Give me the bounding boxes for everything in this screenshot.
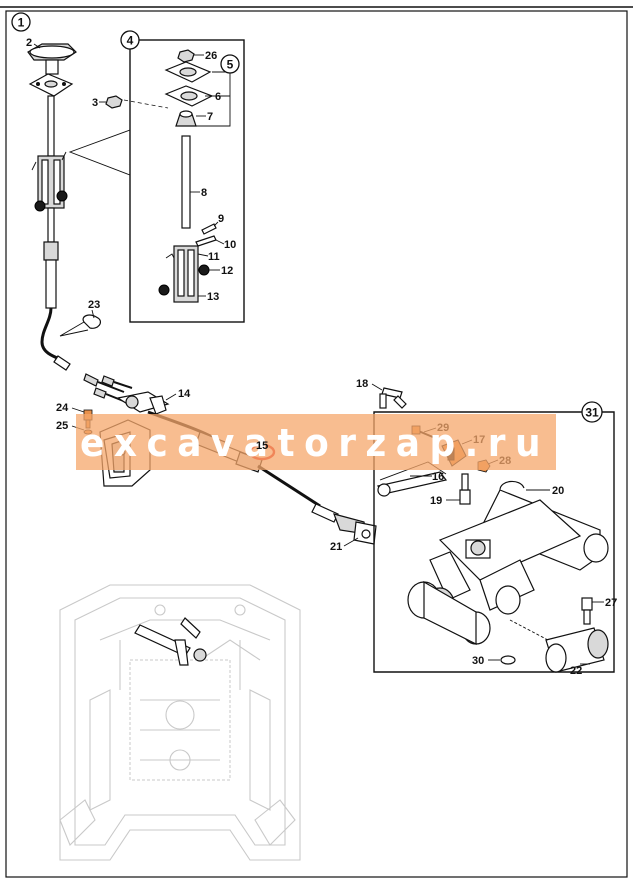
main-callout: 1 bbox=[11, 12, 31, 32]
label-6: 6 bbox=[215, 91, 221, 103]
label-10: 10 bbox=[224, 239, 236, 251]
cable-bolts bbox=[53, 355, 133, 403]
label-14: 14 bbox=[178, 388, 191, 400]
inset-4-leader bbox=[68, 129, 131, 176]
label-3: 3 bbox=[92, 97, 98, 109]
label-22: 22 bbox=[570, 665, 582, 677]
label-11: 11 bbox=[208, 251, 220, 263]
part-23-clip: 23 bbox=[59, 299, 102, 337]
label-19: 19 bbox=[430, 495, 442, 507]
watermark: excavatorzap.ru bbox=[76, 414, 556, 470]
inset-5-callout: 5 bbox=[227, 58, 234, 72]
label-13: 13 bbox=[207, 291, 219, 303]
watermark-band bbox=[76, 414, 556, 470]
inset-4-callout: 4 bbox=[127, 34, 134, 48]
label-23: 23 bbox=[88, 299, 100, 311]
inset-31-callout: 31 bbox=[585, 406, 599, 420]
label-26: 26 bbox=[205, 50, 217, 62]
label-12: 12 bbox=[221, 265, 233, 277]
lever-assembly-left bbox=[27, 43, 77, 362]
sub-callout-5: 5 bbox=[196, 54, 240, 127]
outer-frame bbox=[5, 10, 628, 878]
label-15: 15 bbox=[256, 440, 268, 452]
label-2: 2 bbox=[26, 37, 32, 49]
part-14-bracket: 14 bbox=[116, 388, 191, 415]
ghost-machine-lever bbox=[134, 617, 207, 666]
part-18-pin: 18 bbox=[356, 378, 407, 409]
label-16: 16 bbox=[432, 471, 444, 483]
part-3-nut: 3 bbox=[92, 95, 169, 109]
label-18: 18 bbox=[356, 378, 368, 390]
ghost-machine-frame bbox=[59, 584, 301, 861]
label-7: 7 bbox=[207, 111, 213, 123]
label-21: 21 bbox=[330, 541, 342, 553]
label-27: 27 bbox=[605, 597, 617, 609]
label-9: 9 bbox=[218, 213, 224, 225]
label-8: 8 bbox=[201, 187, 207, 199]
watermark-text: excavatorzap.ru bbox=[80, 421, 550, 465]
main-callout-number: 1 bbox=[18, 16, 25, 30]
inset-box-4: 4 26 6 7 8 9 bbox=[120, 30, 245, 323]
label-25: 25 bbox=[56, 420, 68, 432]
label-24: 24 bbox=[56, 402, 69, 414]
label-20: 20 bbox=[552, 485, 564, 497]
label-30: 30 bbox=[472, 655, 484, 667]
